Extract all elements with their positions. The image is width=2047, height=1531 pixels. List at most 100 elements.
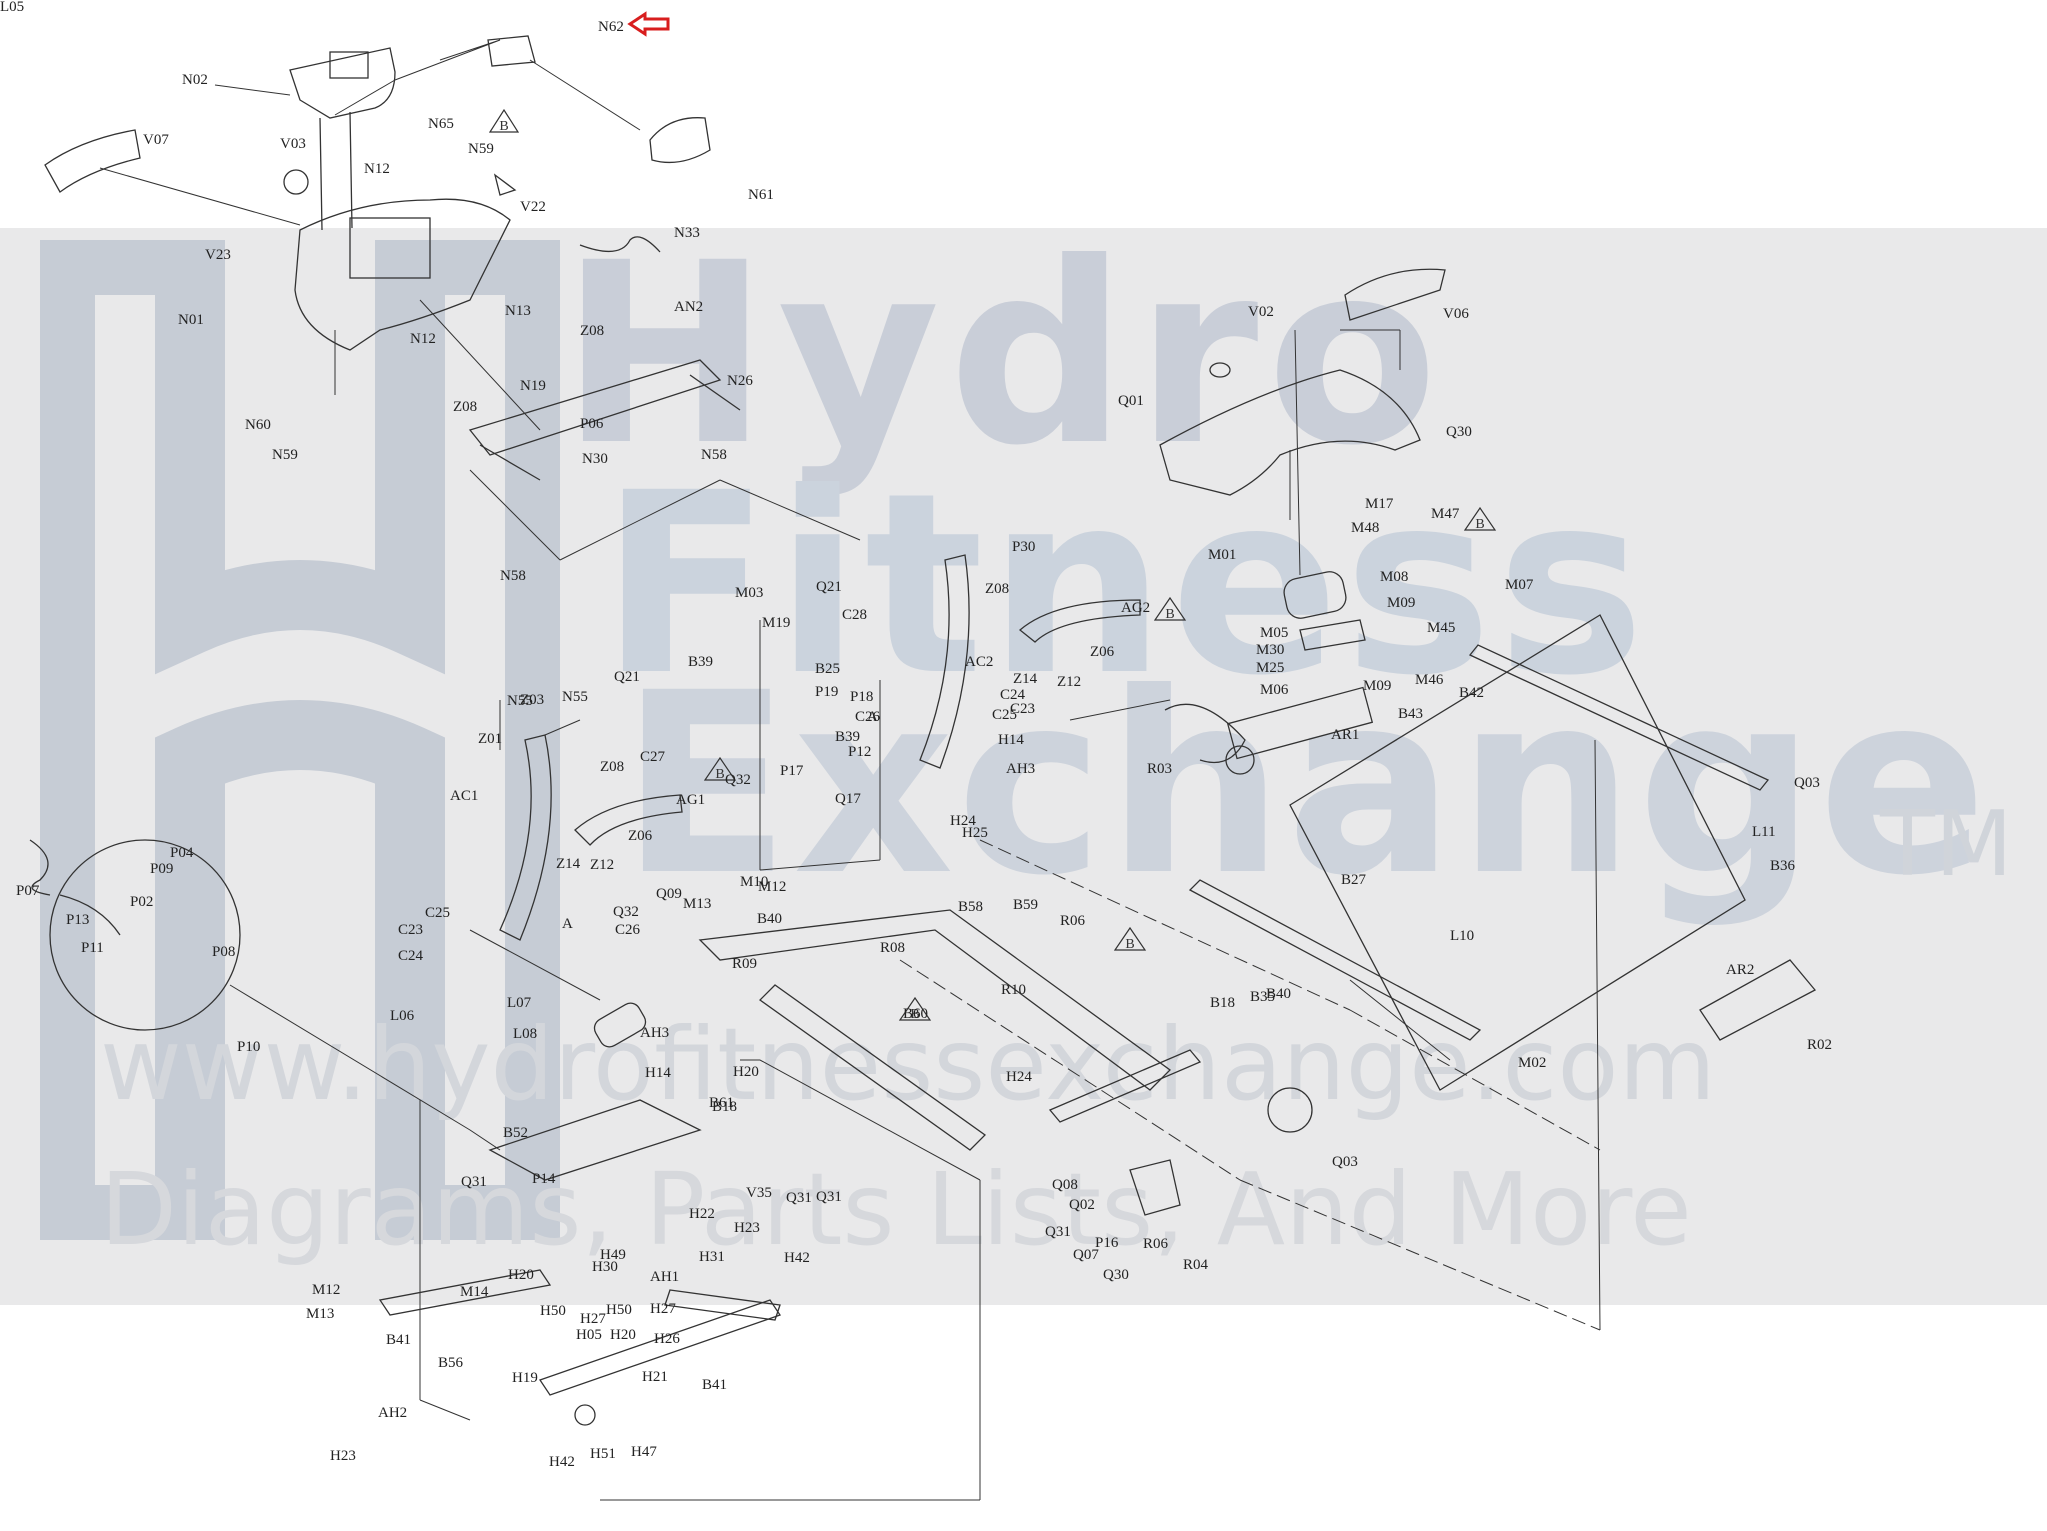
rail-q03-bottom-shape [1188,879,1482,1041]
part-label: B27 [1341,872,1367,888]
part-label: B35 [1250,989,1276,1005]
part-label: M45 [1427,620,1456,636]
part-label: Q21 [816,579,842,595]
part-label: H25 [962,825,988,841]
part-label: B43 [1398,706,1424,722]
part-label: M03 [735,585,764,601]
part-label: Z08 [600,759,625,775]
callout-b-letter: B [715,767,724,782]
part-label: H14 [645,1065,671,1081]
part-label: L11 [1752,824,1776,840]
part-label: AR2 [1726,962,1755,978]
part-label: H14 [998,732,1024,748]
part-label: A [562,916,573,932]
part-label: Q32 [613,904,639,920]
console-mast-shape [319,111,353,231]
base-frame-main-shape [698,909,1171,1091]
part-label: M13 [306,1306,335,1322]
part-label: Z06 [1090,644,1115,660]
part-label: V02 [1248,304,1274,320]
part-label: P07 [16,883,40,899]
part-label: H21 [642,1369,668,1385]
cover-v22-shape [493,173,517,196]
part-label: N12 [364,161,390,177]
dashed-guide-lines [899,839,1601,1331]
part-label: H51 [590,1446,616,1462]
wheel-q08-shape [1267,1087,1313,1133]
part-label: M07 [1505,577,1534,593]
knob-v03-shape [283,169,309,195]
keypad-n62-shape [487,35,536,67]
part-label: H47 [631,1444,657,1460]
part-label: H30 [592,1259,618,1275]
part-label: R09 [732,956,758,972]
part-label: P12 [848,744,872,760]
part-label: H24 [1006,1069,1032,1085]
part-label: Q31 [461,1174,487,1190]
part-label: AN2 [674,299,704,315]
part-label: H20 [733,1064,759,1080]
part-label: Q17 [835,791,861,807]
part-label: AG1 [676,792,706,808]
cover-q07-shape [1129,1159,1181,1216]
part-label: H22 [689,1206,715,1222]
part-label: M14 [460,1284,489,1300]
cover-v06-shape [1344,268,1446,321]
callout-b-letter: B [1165,607,1174,622]
callout-b-letter: B [1125,937,1134,952]
part-label: C23 [398,922,424,938]
part-label: A [867,709,878,725]
part-label: Q08 [1052,1177,1078,1193]
part-label: N59 [468,141,494,157]
part-label: P02 [130,894,154,910]
part-label: C28 [842,607,868,623]
part-label: M25 [1256,660,1285,676]
part-label: M13 [683,896,712,912]
part-label: Q30 [1103,1267,1129,1283]
handle-ag2-shape [1018,599,1141,643]
part-label: H27 [650,1301,676,1317]
part-label: M09 [1387,595,1416,611]
part-label: M05 [1260,625,1289,641]
part-label: Q03 [1332,1154,1358,1170]
part-label: Z14 [1013,671,1038,687]
part-label: H19 [512,1370,538,1386]
part-label: B59 [1013,897,1039,913]
roller-ar1-shape [1226,686,1374,760]
part-label: N12 [410,331,436,347]
part-label: Q30 [1446,424,1472,440]
part-label: L07 [507,995,532,1011]
keypad-n61-shape [649,117,711,164]
part-label: N55 [562,689,588,705]
part-label: M19 [762,615,791,631]
console-tray-shape [349,217,431,279]
part-label: P19 [815,684,839,700]
cable-n33-shape [579,236,661,253]
watermark-tagline: Diagrams, Parts Lists, And More [100,1151,1692,1268]
callout-b-triangle [1113,926,1147,951]
power-cord-shape [29,839,121,936]
part-label: M10 [740,874,769,890]
part-label: AH1 [650,1269,680,1285]
part-label: C24 [1000,687,1026,703]
part-label: Q31 [816,1189,842,1205]
part-label: N59 [272,447,298,463]
callout-b-letter: B [1475,517,1484,532]
part-label: H42 [549,1454,575,1470]
part-label: V22 [520,199,546,215]
part-label: B25 [815,661,841,677]
base-crossbar-shape [1048,1049,1202,1123]
part-label: H31 [699,1249,725,1265]
guide-lines [99,39,1601,1501]
part-label: M46 [1415,672,1444,688]
part-label: Q31 [786,1190,812,1206]
watermark-line2: Fitness [600,439,1650,730]
part-label: Z14 [556,856,581,872]
part-label: R06 [1060,913,1086,929]
part-label: R03 [1147,761,1173,777]
power-detail-circle [49,839,241,1031]
part-label: C26 [615,922,641,938]
part-label: Z12 [1057,674,1082,690]
part-label: M08 [1380,569,1409,585]
part-label: P13 [66,912,90,928]
